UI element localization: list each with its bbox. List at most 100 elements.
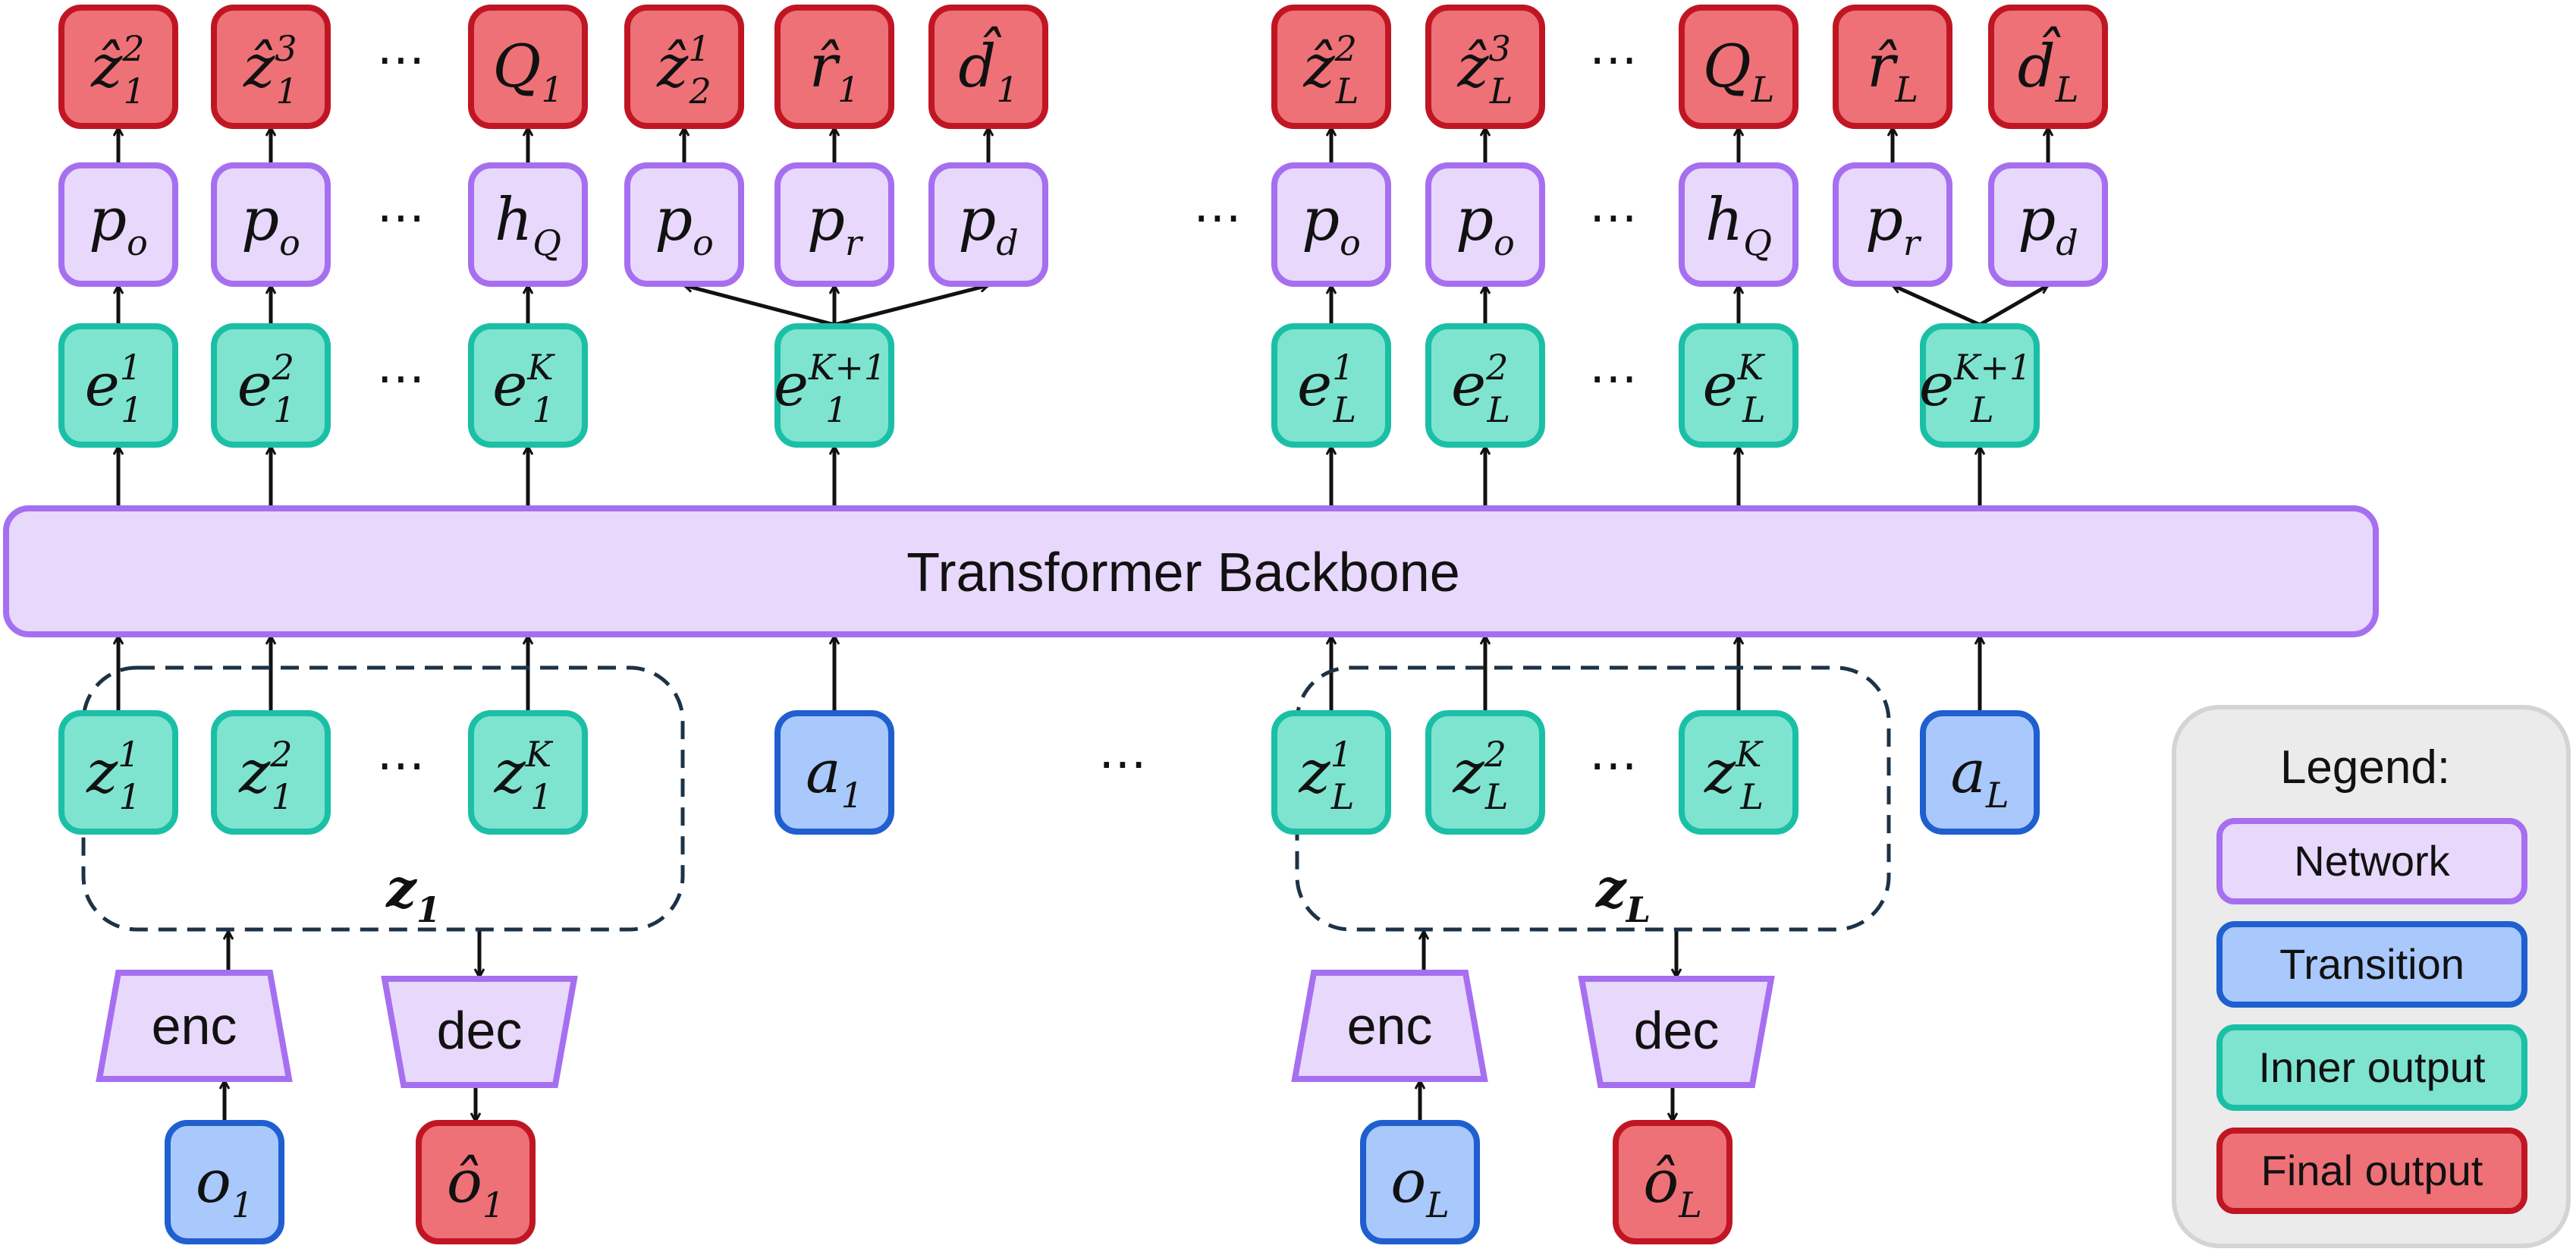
- group-1-embedding-3: [774, 323, 894, 448]
- legend-label-network: Network: [2294, 837, 2450, 885]
- group-l-dots-lat: ⋯: [1589, 738, 1638, 794]
- group-1-observation: [165, 1120, 284, 1244]
- group-l-head-3: [1833, 162, 1952, 287]
- group-l-embedding-0: [1271, 323, 1391, 448]
- group-1-dots-head: ⋯: [377, 190, 426, 246]
- group-l-head-label-0: po: [1302, 186, 1361, 263]
- group-l-latent-2: [1679, 710, 1798, 835]
- legend-swatch-network: [2216, 818, 2527, 904]
- group-l-observation: [1360, 1120, 1480, 1244]
- group-1-final-output-0: [58, 5, 178, 129]
- group-l-embedding-3: [1920, 323, 2040, 448]
- group-1-embedding-1: [211, 323, 331, 448]
- group-l-embedding-2: [1679, 323, 1798, 448]
- group-1-head-1: [211, 162, 331, 287]
- group-l-final-output-label-3: r̂L: [1867, 33, 1918, 110]
- group-1-action: [774, 710, 894, 835]
- group-l-latent-1: [1425, 710, 1545, 835]
- group-l-final-output-3: [1833, 5, 1952, 129]
- group-l-embedding-1: [1425, 323, 1545, 448]
- legend-label-final: Final output: [2261, 1146, 2483, 1194]
- group-1-head-label-2: hQ: [495, 186, 561, 263]
- connector-layer: [118, 127, 2048, 1123]
- group-l-latent-group-label: zL: [1594, 857, 1651, 930]
- group-l-action: [1920, 710, 2040, 835]
- group-l-latent-0: [1271, 710, 1391, 835]
- group-1-latent-group-label: z1: [385, 857, 441, 930]
- group-1-head-label-1: po: [241, 186, 300, 263]
- group-1-reconstruction: [416, 1120, 536, 1244]
- group-1-emb-k1-to-head-3: [684, 285, 835, 327]
- group-1-final-output-3: [624, 5, 744, 129]
- group-l-emb-k1-to-head-3: [1893, 285, 1981, 327]
- group-1-encoder: [96, 970, 293, 1082]
- group-l-final-output-label-2: QL: [1703, 33, 1775, 110]
- group-l-action-label: aL: [1950, 738, 2009, 816]
- group-l-head-label-2: hQ: [1705, 186, 1772, 263]
- group-l-encoder: [1291, 970, 1488, 1082]
- group-1-decoder: [381, 976, 578, 1088]
- group-1-latent-1: [211, 710, 331, 835]
- group-1-dots-emb: ⋯: [377, 351, 426, 407]
- transformer-backbone-label: Transformer Backbone: [906, 543, 1460, 603]
- node-layer: [3, 5, 2571, 1248]
- legend-label-inner: Inner output: [2259, 1043, 2486, 1091]
- between-groups-dots-lat: ⋯: [1098, 736, 1147, 792]
- group-l-observation-label: oL: [1390, 1148, 1450, 1225]
- group-1-latent-2: [468, 710, 588, 835]
- group-1-head-2: [468, 162, 588, 287]
- group-l-head-0: [1271, 162, 1391, 287]
- group-l-head-label-1: po: [1456, 186, 1515, 263]
- group-1-head-label-3: po: [655, 186, 714, 263]
- group-l-head-label-3: pr: [1865, 186, 1922, 263]
- transformer-backbone: [3, 505, 2379, 637]
- legend-title: Legend:: [2280, 741, 2450, 794]
- group-1-observation-label: o1: [196, 1148, 253, 1225]
- group-1-head-0: [58, 162, 178, 287]
- group-1-dots-out: ⋯: [377, 32, 426, 88]
- legend-swatch-inner: [2216, 1024, 2527, 1111]
- group-1-final-output-4: [774, 5, 894, 129]
- group-1-final-output-label-4: r̂1: [809, 33, 860, 110]
- group-1-final-output-5: [928, 5, 1048, 129]
- legend-swatch-final: [2216, 1128, 2527, 1214]
- group-l-head-label-4: pd: [2018, 186, 2078, 263]
- group-1-action-label: a1: [806, 738, 863, 816]
- legend-swatch-transition: [2216, 921, 2527, 1008]
- between-groups-dots-head: ⋯: [1193, 190, 1242, 246]
- group-1-decoder-label: dec: [437, 1001, 523, 1060]
- group-1-head-5: [928, 162, 1048, 287]
- group-l-reconstruction: [1613, 1120, 1733, 1244]
- group-1-embedding-2: [468, 323, 588, 448]
- group-l-final-output-0: [1271, 5, 1391, 129]
- group-1-head-4: [774, 162, 894, 287]
- group-1-head-label-0: po: [89, 186, 148, 263]
- group-1-head-3: [624, 162, 744, 287]
- group-l-encoder-label: enc: [1347, 996, 1433, 1055]
- group-l-emb-k1-to-head-4: [1978, 283, 2048, 327]
- group-1-head-label-4: pr: [807, 186, 864, 263]
- group-l-dots-head: ⋯: [1589, 190, 1638, 246]
- group-1-dots-lat: ⋯: [377, 738, 426, 794]
- group-l-final-output-label-4: d̂L: [2018, 25, 2078, 110]
- group-l-final-output-1: [1425, 5, 1545, 129]
- group-1-embedding-0: [58, 323, 178, 448]
- group-1-final-output-label-5: d̂1: [958, 25, 1018, 110]
- group-l-final-output-2: [1679, 5, 1798, 129]
